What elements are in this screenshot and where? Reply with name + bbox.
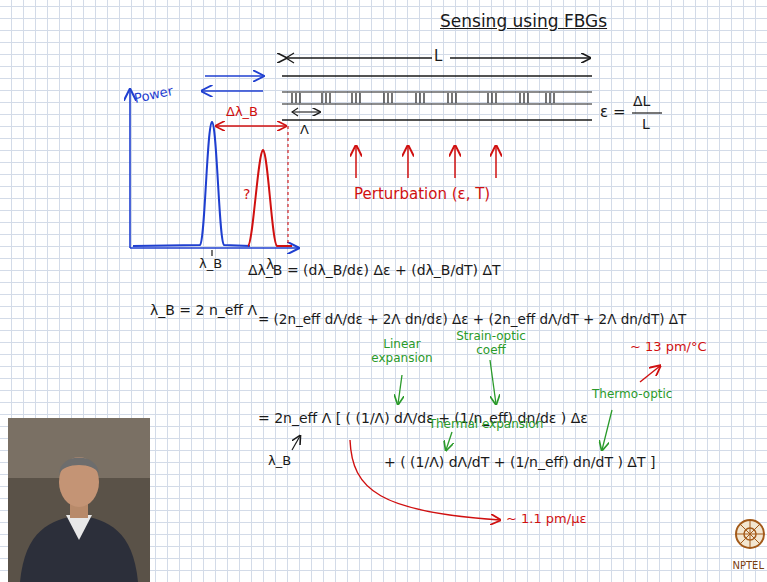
note-label: Thermo-optic <box>592 388 672 402</box>
note-label: ? <box>243 186 250 202</box>
note-label: ε = <box>600 104 625 121</box>
note-label: NPTEL <box>732 560 764 572</box>
note-label: = (2n_eff dΛ/dε + 2Λ dn/dε) Δε + (2n_eff… <box>258 312 686 328</box>
note-label: Perturbation (ε, T) <box>354 186 490 203</box>
note-label: λ_B <box>268 454 291 469</box>
note-label: Δλ_B <box>226 105 258 120</box>
note-label: + ( (1/Λ) dΛ/dT + (1/n_eff) dn/dT ) ΔT ] <box>384 454 655 470</box>
note-label: L <box>434 48 442 65</box>
note-label: Thermal expansion <box>416 418 556 432</box>
note-label: λ_B = 2 n_eff Λ <box>150 302 257 318</box>
note-label: Strain-optic coeff <box>456 330 526 358</box>
note-label: Λ <box>300 123 309 138</box>
slide-title: Sensing using FBGs <box>440 12 607 32</box>
note-label: λ_B <box>199 257 222 272</box>
note-label: Linear expansion <box>366 338 438 366</box>
note-label: Power <box>133 84 175 107</box>
note-label: ~ 1.1 pm/με <box>506 512 586 527</box>
note-label: L <box>642 116 650 132</box>
note-label: ΔL <box>633 93 650 109</box>
note-label: ~ 13 pm/°C <box>630 340 707 355</box>
note-label: Δλ_B = (dλ_B/dε) Δε + (dλ_B/dT) ΔT <box>248 262 501 278</box>
